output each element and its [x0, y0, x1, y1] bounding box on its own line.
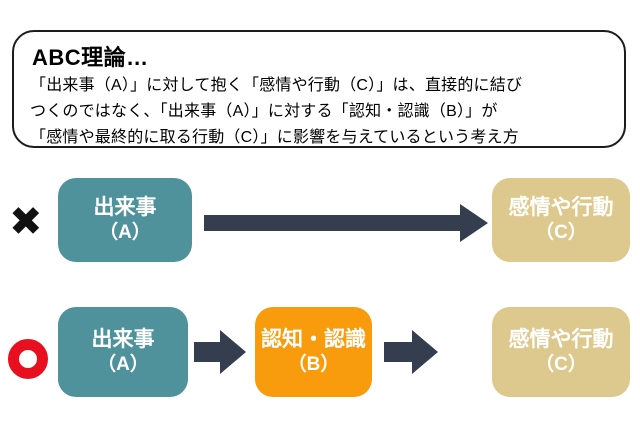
callout-body: 「出来事（A）」に対して抱く「感情や行動（C）」は、直接的に結び つくのではなく…	[30, 77, 523, 146]
event-a-sublabel: （A）	[99, 221, 151, 243]
long-right-arrow-icon	[204, 204, 488, 242]
abc-theory-callout: ABC理論… 「出来事（A）」に対して抱く「感情や行動（C）」は、直接的に結び …	[12, 30, 626, 148]
event-a-sublabel: （A）	[97, 353, 149, 375]
event-a-label: 出来事	[93, 196, 157, 220]
callout-title: ABC理論…	[32, 45, 149, 70]
emotion-c-sublabel: （C）	[535, 353, 587, 375]
emotion-c-box-row1: 感情や行動 （C）	[492, 178, 630, 262]
arrow-shaft	[204, 215, 460, 231]
right-arrow-icon	[194, 330, 246, 374]
arrow-head	[460, 204, 488, 242]
emotion-c-box-row2: 感情や行動 （C）	[492, 307, 630, 397]
arrow-shaft	[384, 342, 412, 362]
arrow-head	[412, 330, 438, 374]
arrow-head	[220, 330, 246, 374]
cognition-b-sublabel: （B）	[287, 353, 340, 375]
event-a-box-row1: 出来事 （A）	[58, 178, 192, 262]
arrow-shaft	[194, 342, 220, 362]
emotion-c-sublabel: （C）	[535, 221, 587, 243]
right-arrow-icon	[384, 330, 438, 374]
emotion-c-label: 感情や行動	[508, 328, 614, 352]
cross-marker-icon: ✖	[9, 200, 43, 244]
event-a-label: 出来事	[91, 328, 155, 352]
circle-marker-icon	[8, 339, 48, 379]
cognition-b-label: 認知・認識	[261, 328, 366, 352]
cognition-b-box: 認知・認識 （B）	[255, 307, 372, 397]
emotion-c-label: 感情や行動	[508, 196, 614, 220]
event-a-box-row2: 出来事 （A）	[58, 307, 188, 397]
